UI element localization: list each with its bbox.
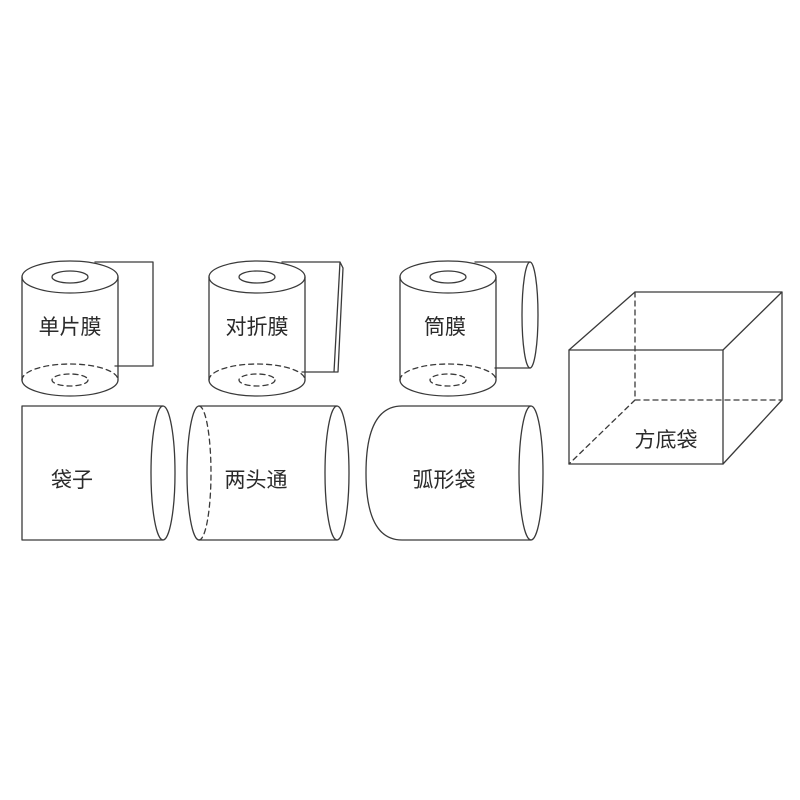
tube-film-roll-bottom-back — [399, 363, 497, 381]
open-both-ends-label: 两头通 — [225, 468, 288, 492]
arc-bag-outline — [365, 405, 532, 541]
tube-film-label: 筒膜 — [424, 315, 466, 339]
tube-film-roll: 筒膜 — [399, 260, 539, 397]
box-top-edges — [568, 291, 783, 351]
single-film-roll-top — [21, 260, 119, 294]
folded-film-sheet — [281, 261, 344, 373]
bag-shape: 袋子 — [21, 405, 176, 541]
tube-film-opening — [521, 261, 539, 369]
open-both-ends-left-back — [198, 405, 212, 541]
arc-bag-label: 弧形袋 — [413, 468, 476, 492]
box-hidden-edges — [568, 291, 783, 465]
folded-film-roll-top — [208, 260, 306, 294]
square-bottom-bag-label: 方底袋 — [635, 428, 698, 452]
folded-film-roll-core-bottom — [238, 373, 276, 387]
single-film-roll-bottom-front — [21, 379, 119, 397]
tube-film-roll-bottom-front — [399, 379, 497, 397]
tube-film-roll-core — [429, 270, 467, 284]
square-bottom-bag-box: 方底袋 — [568, 291, 783, 465]
open-both-ends-right-opening — [324, 405, 350, 541]
open-both-ends-shape: 两头通 — [186, 405, 350, 541]
single-film-sheet — [94, 261, 154, 367]
folded-film-roll-bottom-front — [208, 379, 306, 397]
single-film-label: 单片膜 — [39, 315, 102, 339]
bag-opening — [150, 405, 176, 541]
folded-film-roll-bottom-back — [208, 363, 306, 381]
single-film-roll-core — [51, 270, 89, 284]
folded-film-roll-core — [238, 270, 276, 284]
open-both-ends-left-front — [186, 405, 200, 541]
arc-bag-opening — [518, 405, 544, 541]
bag-outline — [21, 405, 164, 541]
tube-film-roll-core-bottom — [429, 373, 467, 387]
tube-film-roll-top — [399, 260, 497, 294]
box-right-edges — [722, 291, 783, 465]
single-film-roll-core-bottom — [51, 373, 89, 387]
single-film-roll-bottom-back — [21, 363, 119, 381]
bag-label: 袋子 — [51, 468, 93, 492]
folded-film-label: 对折膜 — [226, 315, 289, 339]
arc-bag-shape: 弧形袋 — [365, 405, 544, 541]
folded-film-roll: 对折膜 — [208, 260, 344, 397]
single-film-roll: 单片膜 — [21, 260, 154, 397]
box-front-face — [568, 349, 724, 465]
